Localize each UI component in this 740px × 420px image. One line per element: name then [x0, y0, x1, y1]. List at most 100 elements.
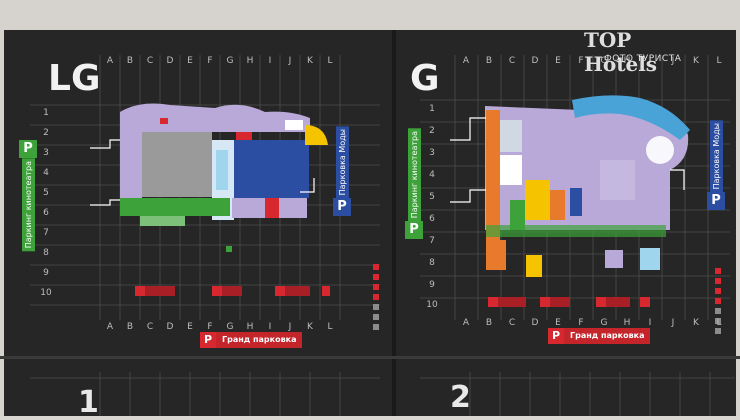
col-label: K — [307, 322, 313, 332]
cinema-parking-left: P Паркинг кинотеатра — [18, 140, 38, 252]
col-label: I — [268, 56, 272, 66]
col-label: C — [146, 56, 154, 66]
parking-label: Гранд парковка — [564, 328, 651, 344]
watermark-subtitle: ФОТО ТУРИСТА — [604, 54, 682, 64]
col-label: K — [307, 56, 313, 66]
row-label: 2 — [429, 126, 435, 136]
row-label: 1 — [429, 104, 435, 114]
row-label: 5 — [43, 188, 49, 198]
page-number-left: 1 — [78, 385, 99, 420]
parking-label: Паркинг кинотеатра — [21, 158, 35, 252]
parking-label: Парковка Моды — [335, 126, 349, 199]
col-label: D — [531, 318, 539, 328]
row-label: 7 — [43, 228, 49, 238]
col-label: J — [288, 322, 292, 332]
row-label: 3 — [429, 148, 435, 158]
col-label: K — [693, 56, 699, 66]
parking-icon: P — [200, 332, 216, 348]
col-label: A — [106, 56, 114, 66]
row-label: 8 — [43, 248, 49, 258]
row-label: 1 — [43, 108, 49, 118]
fold-vertical — [392, 30, 396, 416]
col-label: L — [716, 56, 722, 66]
col-label: F — [578, 318, 584, 328]
parking-icon: P — [333, 198, 351, 217]
g-floor-plan — [485, 95, 690, 277]
col-label: E — [555, 56, 561, 66]
bottom-parking-markers — [135, 286, 650, 307]
row-label: 10 — [40, 288, 52, 298]
parking-icon: P — [548, 328, 564, 344]
col-label: D — [166, 56, 174, 66]
row-label: 9 — [429, 280, 435, 290]
col-label: F — [207, 56, 213, 66]
page-number-right: 2 — [450, 380, 471, 415]
watermark-brand: TOP Hotels — [584, 28, 658, 76]
fashion-parking-left: Парковка Моды P — [332, 126, 352, 217]
fold-horizontal — [0, 356, 740, 359]
col-label: H — [246, 56, 254, 66]
parking-label: Гранд парковка — [216, 332, 303, 348]
col-label: H — [623, 56, 631, 66]
col-label: H — [246, 322, 254, 332]
col-label: A — [462, 56, 470, 66]
col-label: G — [600, 56, 608, 66]
col-label: I — [268, 322, 272, 332]
fashion-parking-right: Парковка Моды P — [706, 120, 726, 211]
cinema-parking-right: Паркинг кинотеатра P — [404, 128, 424, 240]
col-label: F — [207, 322, 213, 332]
col-label: E — [555, 318, 561, 328]
parking-icon: P — [19, 140, 37, 158]
col-label: G — [226, 322, 234, 332]
col-label: E — [187, 322, 193, 332]
col-label: E — [187, 56, 193, 66]
col-label: B — [126, 56, 134, 66]
col-label: D — [531, 56, 539, 66]
col-label: C — [508, 318, 516, 328]
level-lg-title: LG — [48, 58, 101, 99]
row-label: 2 — [43, 128, 49, 138]
row-label: 4 — [43, 168, 49, 178]
row-label: 8 — [429, 258, 435, 268]
col-label: D — [166, 322, 174, 332]
col-label: K — [693, 318, 699, 328]
parking-icon: P — [405, 221, 423, 240]
col-label: J — [671, 56, 675, 66]
col-label: L — [327, 322, 333, 332]
row-label: 10 — [426, 300, 438, 310]
row-label: 6 — [43, 208, 49, 218]
col-label: F — [578, 56, 584, 66]
col-label: L — [716, 318, 722, 328]
col-label: B — [485, 56, 493, 66]
row-label: 5 — [429, 192, 435, 202]
lg-floor-plan — [120, 103, 328, 252]
col-label: C — [146, 322, 154, 332]
legend-swatches — [373, 264, 721, 334]
col-label: I — [648, 318, 652, 328]
col-label: I — [648, 56, 652, 66]
grand-parking-right: P Гранд парковка — [548, 328, 651, 344]
col-label: J — [671, 318, 675, 328]
row-label: 7 — [429, 236, 435, 246]
col-label: G — [226, 56, 234, 66]
level-g-title: G — [410, 58, 440, 99]
col-label: J — [288, 56, 292, 66]
col-label: A — [462, 318, 470, 328]
grand-parking-left: P Гранд парковка — [200, 332, 303, 348]
col-label: G — [600, 318, 608, 328]
parking-icon: P — [707, 192, 725, 211]
col-label: L — [327, 56, 333, 66]
col-label: A — [106, 322, 114, 332]
row-label: 4 — [429, 170, 435, 180]
row-label: 6 — [429, 214, 435, 224]
col-label: H — [623, 318, 631, 328]
col-label: B — [126, 322, 134, 332]
col-label: C — [508, 56, 516, 66]
parking-label: Парковка Моды — [709, 120, 723, 193]
parking-label: Паркинг кинотеатра — [407, 128, 421, 222]
row-label: 3 — [43, 148, 49, 158]
tophotels-watermark-logo: TOP Hotels ФОТО ТУРИСТА — [576, 28, 700, 76]
col-label: B — [485, 318, 493, 328]
row-label: 9 — [43, 268, 49, 278]
